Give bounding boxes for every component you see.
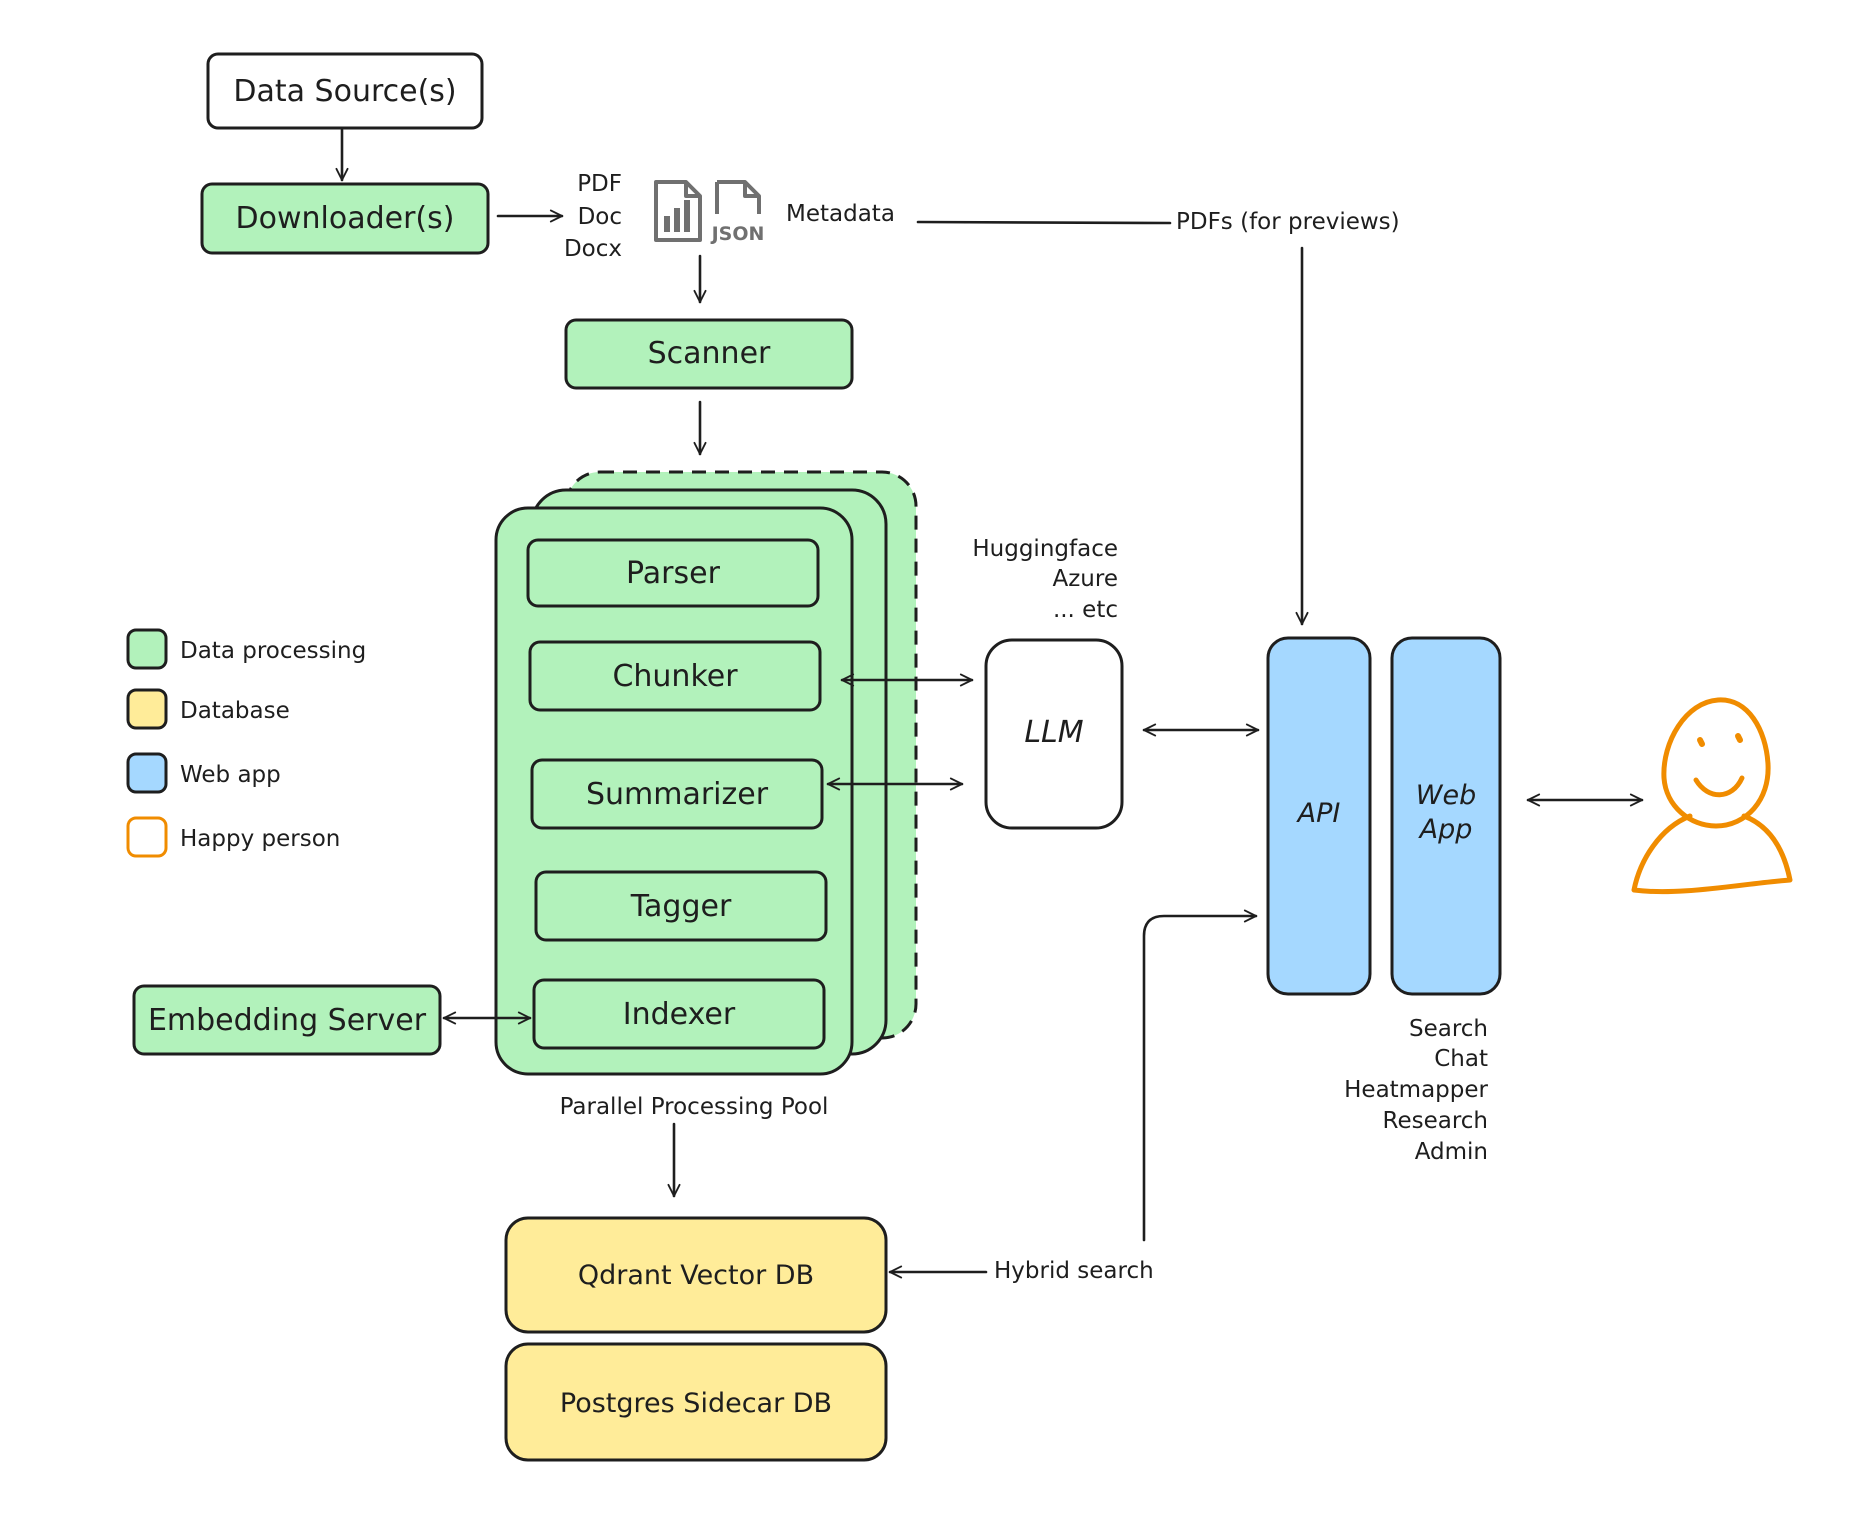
embedding-server-node[interactable]: Embedding Server [132,984,442,1056]
legend-label: Web app [180,762,281,788]
legend-swatch [126,816,168,858]
indexer-label: Indexer [623,997,736,1032]
metadata-line [916,220,1172,225]
tagger-label: Tagger [630,889,732,924]
legend-label: Happy person [180,826,340,852]
json-document-icon: JSON [710,180,765,245]
json-icon-label: JSON [710,223,765,245]
parser-label: Parser [626,556,721,591]
downloaders-label: Downloader(s) [236,201,455,236]
postgres-label: Postgres Sidecar DB [560,1388,832,1419]
file-type-docx: Docx [564,236,622,262]
feature-research: Research [1383,1108,1489,1134]
legend-item: Database [126,688,290,730]
hybrid-search-label: Hybrid search [994,1258,1154,1284]
legend-label: Data processing [180,638,366,664]
legend-label: Database [180,698,290,724]
file-type-doc: Doc [578,204,622,230]
scanner-node[interactable]: Scanner [564,318,854,390]
file-type-pdf: PDF [577,171,622,197]
api-node[interactable]: API [1266,636,1372,996]
web-app-label-line2: App [1418,814,1473,845]
api-label: API [1296,798,1341,829]
postgres-db-node[interactable]: Postgres Sidecar DB [504,1342,888,1462]
chart-document-icon [654,180,702,242]
legend-item: Data processing [126,628,366,670]
downloaders-node[interactable]: Downloader(s) [200,182,490,255]
parser-node[interactable]: Parser [526,538,820,608]
scanner-label: Scanner [648,336,771,371]
pool-label: Parallel Processing Pool [560,1094,829,1120]
feature-chat: Chat [1434,1046,1488,1072]
legend-swatch [126,628,168,670]
feature-admin: Admin [1415,1139,1488,1165]
llm-provider-etc: ... etc [1053,597,1118,623]
qdrant-db-node[interactable]: Qdrant Vector DB [504,1216,888,1334]
happy-person-icon [1631,697,1793,895]
feature-search: Search [1409,1016,1488,1042]
indexer-node[interactable]: Indexer [532,978,826,1050]
llm-provider-huggingface: Huggingface [972,536,1118,562]
embedding-server-label: Embedding Server [148,1003,427,1038]
file-types-list: PDF Doc Docx [564,171,622,262]
legend-swatch [126,688,168,730]
summarizer-node[interactable]: Summarizer [530,758,824,830]
llm-label: LLM [1024,715,1083,750]
llm-node[interactable]: LLM [984,638,1124,830]
chunker-node[interactable]: Chunker [528,640,822,712]
qdrant-label: Qdrant Vector DB [578,1260,814,1291]
chunker-label: Chunker [612,659,738,694]
web-app-node[interactable]: Web App [1390,636,1502,996]
data-sources-node[interactable]: Data Source(s) [206,52,484,130]
web-app-label-line1: Web [1416,780,1476,811]
summarizer-label: Summarizer [586,777,769,812]
web-app-features: Search Chat Heatmapper Research Admin [1344,1016,1488,1165]
arrow-hybrid-to-api [1142,909,1258,1242]
legend-item: Web app [126,752,281,794]
pdfs-for-previews-label: PDFs (for previews) [1176,209,1400,235]
legend-swatch [126,752,168,794]
tagger-node[interactable]: Tagger [534,870,828,942]
metadata-label: Metadata [786,201,895,227]
llm-provider-azure: Azure [1053,566,1119,592]
data-sources-label: Data Source(s) [233,74,456,109]
feature-heatmapper: Heatmapper [1344,1077,1488,1103]
legend-item: Happy person [126,816,340,858]
